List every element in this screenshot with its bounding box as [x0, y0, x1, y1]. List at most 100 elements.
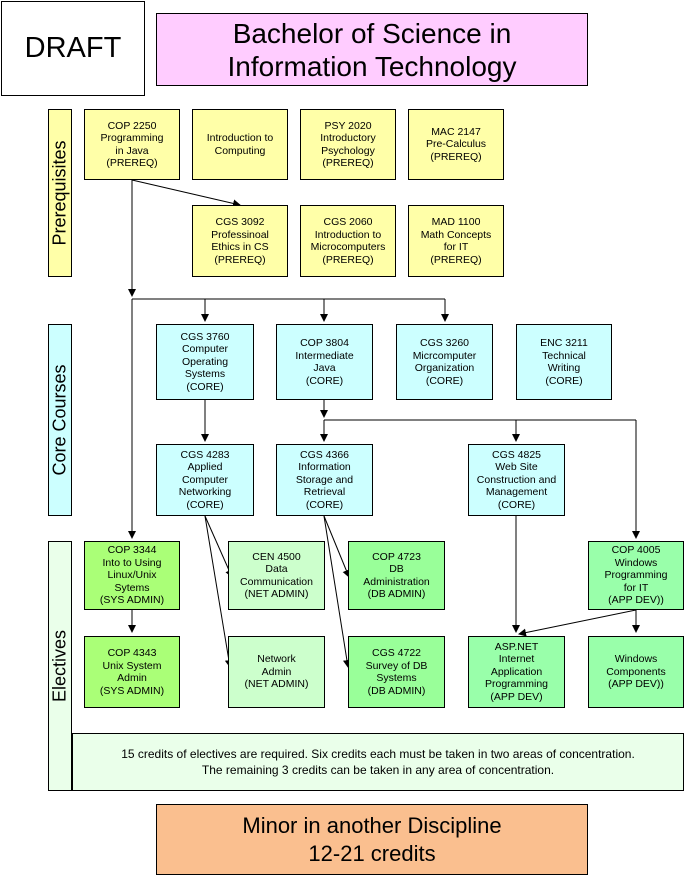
- course-text-line: Network: [257, 653, 296, 666]
- course-text-line: CEN 4500: [252, 550, 301, 563]
- course-text-line: Operating: [181, 355, 229, 368]
- course-text-line: Admin: [261, 665, 292, 678]
- course-text-line: COP 4005: [611, 544, 661, 557]
- course-text-line: Survey of DB: [365, 659, 428, 672]
- course-text-line: Networking: [178, 486, 232, 499]
- section-prerequisites: Prerequisites: [48, 109, 72, 277]
- course-text-line: Sytems: [114, 581, 150, 594]
- course-text-line: COP 2250: [107, 119, 157, 132]
- course-text-line: Math Concepts: [420, 228, 492, 241]
- course-text-line: Internet: [498, 653, 535, 666]
- course-text-line: Systems: [376, 672, 417, 684]
- course-text-line: (CORE): [497, 498, 536, 511]
- course-text-line: (CORE): [186, 498, 224, 511]
- course-text-line: Administration: [363, 575, 430, 588]
- course-text-line: Introductory: [320, 132, 376, 144]
- course-text-line: Computer: [181, 343, 229, 356]
- course-text-line: Psychology: [321, 144, 375, 157]
- course-text-line: Windows: [614, 653, 658, 666]
- course-text-line: (PREREQ): [430, 253, 482, 266]
- course-text-line: (PREREQ): [430, 150, 482, 163]
- course-text-line: Information: [298, 461, 351, 474]
- course-text-line: Microcomputers: [310, 241, 386, 253]
- course-text-line: (CORE): [186, 380, 224, 393]
- course-text-line: ENC 3211: [540, 337, 588, 349]
- course-text-line: (APP DEV)): [608, 594, 664, 607]
- page-title: Bachelor of Science in Information Techn…: [156, 13, 588, 86]
- title-line-2: Information Technology: [227, 50, 517, 82]
- course-text-line: (DB ADMIN): [367, 588, 426, 600]
- course-text-line: DB: [389, 563, 404, 575]
- minor-line-2: 12-21 credits: [308, 840, 436, 866]
- course-text-line: (CORE): [425, 374, 464, 387]
- electives-note: 15 credits of electives are required. Si…: [72, 733, 684, 791]
- course-text-line: Organization: [414, 362, 475, 374]
- course-text-line: CGS 4825: [491, 448, 542, 461]
- course-text-line: PSY 2020: [324, 119, 372, 132]
- course-text-line: Construction and: [476, 473, 557, 486]
- course-text-line: ASP.NET: [494, 640, 539, 653]
- course-text-line: (CORE): [305, 374, 344, 387]
- title-line-1: Bachelor of Science in: [232, 17, 512, 49]
- course-text-line: Linux/Unix: [107, 569, 157, 582]
- course-text-line: Application: [490, 665, 543, 678]
- course-text-line: CGS 3260: [419, 337, 470, 349]
- course-text-line: Writing: [547, 362, 581, 374]
- course-text-line: (PREREQ): [322, 157, 374, 169]
- course-text-line: MAD 1100: [431, 216, 481, 228]
- course-text-line: Introduction to: [206, 132, 274, 144]
- course-text-line: CGS 4283: [180, 448, 230, 461]
- course-text-line: Admin: [117, 672, 147, 684]
- course-text-line: Programming: [484, 678, 549, 691]
- course-text-line: Ethics in CS: [211, 241, 269, 253]
- course-text-line: COP 3804: [300, 337, 349, 349]
- course-text-line: Programming: [604, 569, 668, 582]
- course-text-line: Management: [485, 486, 548, 499]
- arrow-cgs4283-cen4500: [204, 515, 233, 578]
- course-text-line: (PREREQ): [106, 157, 158, 169]
- course-text-line: in Java: [115, 144, 149, 157]
- electives-note-line-1: 15 credits of electives are required. Si…: [121, 747, 635, 761]
- course-text-line: Pre-Calculus: [425, 138, 487, 151]
- course-text-line: Into to Using: [102, 556, 162, 569]
- course-text-line: Micrcomputer: [412, 349, 477, 362]
- course-text-line: Windows: [614, 556, 658, 569]
- course-text-line: (SYS ADMIN): [99, 684, 165, 697]
- course-text-line: CGS 4366: [299, 448, 350, 461]
- course-text-line: Systems: [184, 368, 226, 381]
- arrow-cgs4366-cgs4722: [323, 515, 351, 668]
- course-text-line: for IT: [443, 241, 469, 253]
- course-text-line: Storage and: [295, 473, 354, 486]
- course-text-line: Components: [606, 665, 666, 678]
- course-text-line: (CORE): [305, 498, 344, 511]
- course-text-line: (APP DEV)): [608, 678, 664, 691]
- section-core: Core Courses: [48, 324, 72, 516]
- course-text-line: (SYS ADMIN): [99, 594, 165, 607]
- course-text-line: (NET ADMIN): [244, 588, 309, 600]
- course-text-line: Intermediate: [295, 349, 354, 362]
- course-text-line: CGS 2060: [323, 216, 373, 228]
- course-text-line: CGS 3092: [215, 216, 265, 228]
- course-text-line: Technical: [542, 349, 586, 362]
- course-text-line: for IT: [623, 581, 649, 594]
- course-text-line: (APP DEV): [490, 690, 543, 703]
- course-text-line: Computer: [181, 473, 229, 486]
- course-text-line: Professinoal: [211, 228, 269, 241]
